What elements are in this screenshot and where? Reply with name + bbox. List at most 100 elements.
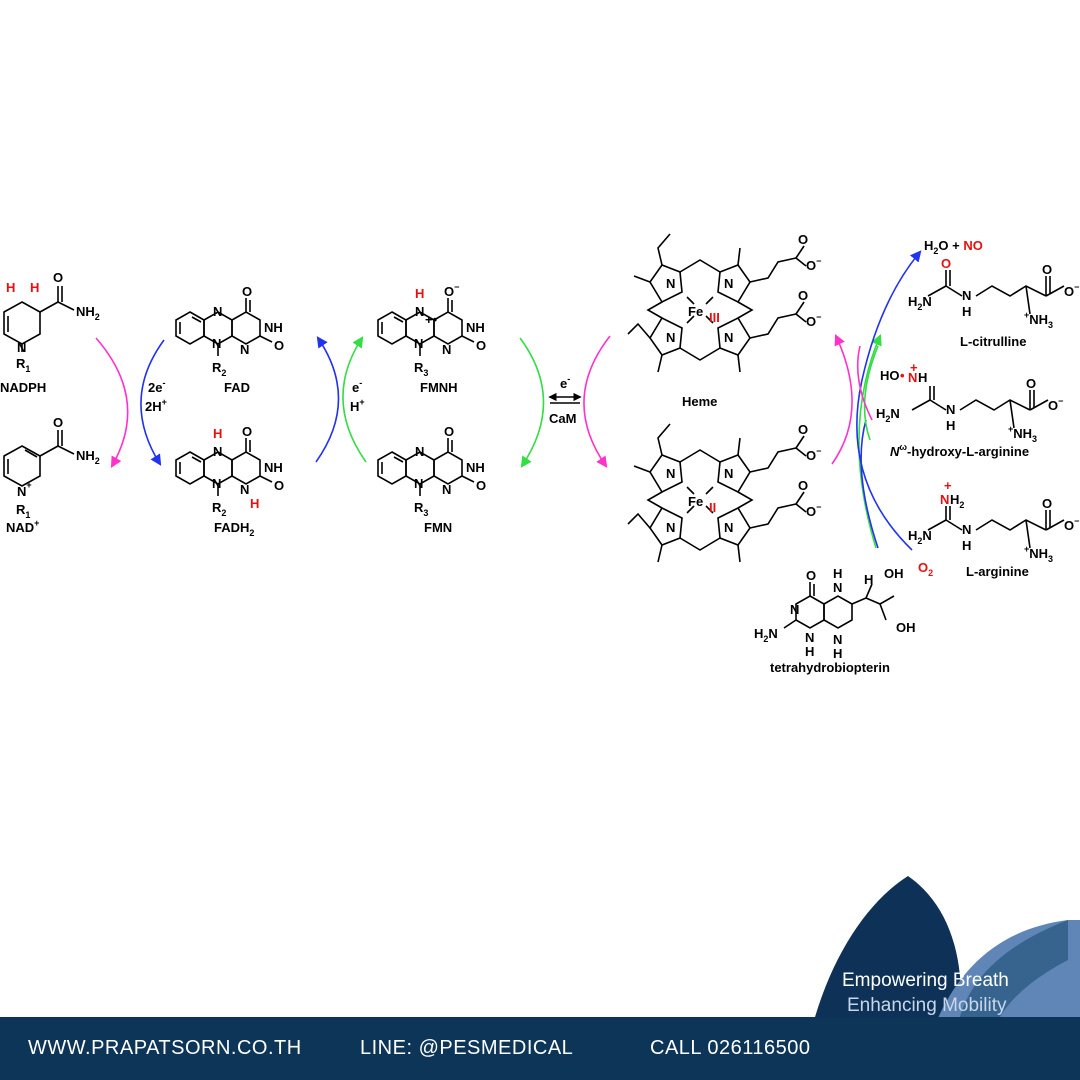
svg-text:N: N bbox=[962, 288, 971, 303]
nhoh-arginine-structure: HO • + N H H2N N H O O− +NH3 bbox=[876, 360, 1063, 444]
svg-text:N: N bbox=[415, 304, 424, 319]
svg-text:O: O bbox=[1042, 496, 1052, 511]
proton-label: H+ bbox=[350, 397, 365, 414]
svg-text:H: H bbox=[864, 572, 873, 587]
svg-text:R1: R1 bbox=[16, 502, 30, 520]
svg-text:Fe: Fe bbox=[688, 304, 703, 319]
svg-text:N: N bbox=[212, 336, 221, 351]
svg-text:R2: R2 bbox=[212, 360, 226, 378]
svg-text:Fe: Fe bbox=[688, 494, 703, 509]
l-arginine-label: L-arginine bbox=[966, 564, 1029, 579]
svg-text:+: + bbox=[910, 360, 918, 375]
svg-text:N+: N+ bbox=[17, 480, 32, 499]
heme-fe3-structure: N N N N Fe III O O− O O− bbox=[627, 232, 821, 373]
svg-text:N: N bbox=[212, 476, 221, 491]
svg-text:N: N bbox=[666, 466, 675, 481]
svg-text:H: H bbox=[6, 280, 15, 295]
svg-text:N: N bbox=[940, 492, 949, 507]
svg-text:NH: NH bbox=[466, 460, 485, 475]
nhoh-arginine-label: Nω-hydroxy-L-arginine bbox=[890, 442, 1029, 459]
footer-leaf-decoration bbox=[0, 876, 1080, 1080]
fmn-label: FMN bbox=[424, 520, 452, 535]
svg-text:R3: R3 bbox=[414, 500, 428, 518]
svg-text:H2N: H2N bbox=[876, 406, 900, 424]
svg-text:+: + bbox=[944, 478, 952, 493]
svg-text:O: O bbox=[53, 415, 63, 430]
svg-text:O: O bbox=[798, 422, 808, 437]
l-arginine-structure: + N H2 H2N N H O O− +NH3 bbox=[908, 478, 1079, 564]
svg-text:OH: OH bbox=[884, 566, 904, 581]
svg-text:O: O bbox=[798, 478, 808, 493]
svg-text:R1: R1 bbox=[16, 356, 30, 374]
heme-fe2-structure: N N N N Fe II O O− O O− bbox=[627, 422, 821, 563]
two-electrons-label: 2e- bbox=[148, 378, 165, 395]
svg-text:N: N bbox=[724, 466, 733, 481]
nadph-structure: H H O NH2 N R1 bbox=[3, 270, 100, 374]
svg-text:O: O bbox=[444, 424, 454, 439]
svg-text:H2N: H2N bbox=[908, 528, 932, 546]
svg-text:N: N bbox=[666, 330, 675, 345]
svg-text:N: N bbox=[442, 342, 451, 357]
svg-text:O−: O− bbox=[1048, 396, 1063, 413]
svg-text:N: N bbox=[415, 444, 424, 459]
cam-double-arrow bbox=[548, 392, 582, 404]
svg-text:N: N bbox=[240, 482, 249, 497]
svg-text:H2: H2 bbox=[950, 492, 964, 510]
svg-text:H: H bbox=[805, 644, 814, 659]
svg-text:HO: HO bbox=[880, 368, 900, 383]
fmnh-structure: N H +• O− NH O N N R3 bbox=[377, 282, 486, 378]
svg-text:R2: R2 bbox=[212, 500, 226, 518]
svg-text:H: H bbox=[415, 286, 424, 301]
svg-text:O: O bbox=[274, 338, 284, 353]
svg-text:+NH3: +NH3 bbox=[1024, 544, 1053, 564]
svg-text:H: H bbox=[833, 646, 842, 661]
svg-text:N: N bbox=[833, 580, 842, 595]
nadp-structure: O NH2 N+ R1 bbox=[3, 415, 100, 520]
leaf-dark bbox=[815, 876, 961, 1017]
svg-text:N: N bbox=[946, 402, 955, 417]
leaf-overlap bbox=[960, 920, 1068, 1017]
svg-text:H2N: H2N bbox=[908, 294, 932, 312]
footer-line-id[interactable]: LINE: @PESMEDICAL bbox=[360, 1037, 574, 1059]
svg-text:NH2: NH2 bbox=[76, 304, 100, 322]
svg-text:N: N bbox=[724, 520, 733, 535]
svg-text:H: H bbox=[833, 566, 842, 581]
svg-text:NH: NH bbox=[264, 460, 283, 475]
svg-text:O: O bbox=[476, 338, 486, 353]
footer-website[interactable]: WWW.PRAPATSORN.CO.TH bbox=[28, 1037, 302, 1059]
svg-text:NH: NH bbox=[466, 320, 485, 335]
tetrahydrobiopterin-label: tetrahydrobiopterin bbox=[770, 660, 890, 675]
svg-text:N: N bbox=[833, 632, 842, 647]
fmnh-label: FMNH bbox=[420, 380, 458, 395]
svg-text:N: N bbox=[666, 276, 675, 291]
svg-text:NH: NH bbox=[264, 320, 283, 335]
svg-text:O: O bbox=[798, 288, 808, 303]
tagline-secondary: Enhancing Mobility bbox=[847, 995, 1007, 1016]
o2-label: O2 bbox=[918, 560, 933, 578]
r1-label: R bbox=[16, 356, 26, 371]
svg-text:H: H bbox=[946, 418, 955, 433]
svg-text:N: N bbox=[17, 340, 26, 355]
svg-text:OH: OH bbox=[896, 620, 916, 635]
heme-reduction-arrow bbox=[583, 335, 611, 468]
fmn-reduction-arrow bbox=[342, 336, 367, 463]
svg-text:H2N: H2N bbox=[754, 626, 778, 644]
fmn-structure: N O NH O N N R3 bbox=[377, 424, 486, 518]
l-citrulline-structure: O H2N N H O O− +NH3 bbox=[908, 256, 1079, 330]
svg-text:O−: O− bbox=[1064, 516, 1079, 533]
footer-phone[interactable]: CALL 026116500 bbox=[650, 1037, 811, 1059]
fadh2-label: FADH2 bbox=[214, 520, 254, 538]
bh4-arrow bbox=[858, 333, 882, 549]
tetrahydrobiopterin-structure: O N N H N H N H H OH OH H2N bbox=[754, 566, 916, 661]
electron-label-2: e- bbox=[560, 374, 570, 391]
svg-text:R3: R3 bbox=[414, 360, 428, 378]
fadh2-structure: N H O NH O N H N R2 bbox=[175, 424, 284, 518]
nadp-label: NAD+ bbox=[6, 518, 39, 535]
svg-text:O−: O− bbox=[806, 256, 821, 273]
svg-text:O: O bbox=[274, 478, 284, 493]
fmnh-oxidation-arrow bbox=[519, 337, 545, 468]
o2-to-no-blue-arrow bbox=[856, 250, 922, 551]
svg-text:H: H bbox=[962, 304, 971, 319]
svg-text:N: N bbox=[213, 444, 222, 459]
